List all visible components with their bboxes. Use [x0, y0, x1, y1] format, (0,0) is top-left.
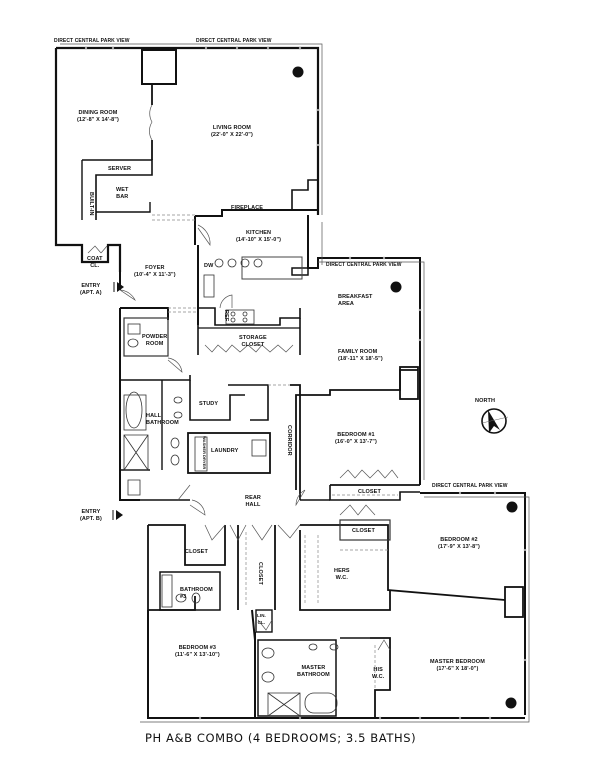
room-bedroom-1: BEDROOM #1(16'-0" X 13'-7")	[335, 432, 377, 445]
room-dims: (10'-4" X 11'-3")	[134, 271, 176, 278]
column	[505, 697, 517, 709]
room-name: KITCHEN	[245, 230, 272, 236]
room-master-bath: MASTER BATHROOM	[297, 665, 330, 678]
room-dining: DINING ROOM(12'-8" X 14'-8")	[77, 110, 119, 123]
plan-title: PH A&B COMBO (4 BEDROOMS; 3.5 BATHS)	[145, 731, 417, 745]
room-wet-bar: WET BAR	[116, 187, 129, 200]
column	[390, 281, 402, 293]
room-dims: (17'-6" X 18'-0")	[436, 665, 479, 672]
room-dims: (16'-0" X 13'-7")	[335, 438, 377, 445]
bathtub	[125, 391, 143, 429]
column	[292, 66, 304, 78]
room-name: LIVING ROOM	[212, 125, 251, 131]
room-his-wic: HIS W.C.	[372, 667, 385, 680]
room-laundry: LAUNDRY	[211, 448, 239, 454]
room-closet: CLOSET	[185, 549, 208, 555]
room-name: FOYER	[145, 265, 165, 271]
appliance-dw: DW	[204, 263, 214, 269]
corridor-label: CORRIDOR	[286, 425, 292, 456]
room-fireplace: FIREPLACE	[231, 205, 264, 211]
appliance-dryer: DRYER	[202, 455, 207, 470]
wall-west-upper	[54, 48, 122, 272]
appliance-ref: REF	[223, 310, 229, 322]
room-coat-closet: COAT CL.	[87, 256, 103, 269]
room-dims: (14'-10" X 15'-0")	[236, 236, 282, 243]
room-dims: (11'-6" X 13'-10")	[175, 651, 220, 658]
room-name: DINING ROOM	[78, 110, 118, 116]
compass-label: NORTH	[475, 398, 496, 404]
appliance-washer: WASHER	[202, 436, 207, 455]
room-name: BEDROOM #2	[440, 537, 478, 543]
room-bedroom-2: BEDROOM #2(17'-9" X 13'-8")	[438, 537, 480, 550]
chimney	[141, 49, 177, 85]
wall-north	[56, 46, 320, 215]
entry-label: ENTRY (APT. A)	[80, 283, 102, 296]
room-hall-bath: HALL BATHROOM	[146, 413, 179, 426]
room-dims: (18'-11" X 18'-5")	[338, 355, 383, 362]
room-closet: CLOSET	[352, 528, 375, 534]
view-label: DIRECT CENTRAL PARK VIEW	[196, 38, 272, 44]
room-family: FAMILY ROOM(18'-11" X 18'-5")	[338, 349, 383, 362]
room-server: SERVER	[108, 166, 132, 172]
room-dims: (22'-0" X 22'-0")	[211, 131, 253, 138]
room-bathroom-3: BATHROOM #3	[180, 587, 213, 600]
room-dims: (12'-8" X 14'-8")	[77, 116, 119, 123]
room-linen-closet: LIN. CL.	[257, 613, 266, 625]
room-hers-wic: HERS W.C.	[334, 568, 350, 581]
room-dims: (17'-9" X 13'-8")	[438, 543, 480, 550]
room-closet: CLOSET	[257, 562, 263, 585]
room-name: BEDROOM #3	[178, 645, 217, 651]
view-label: DIRECT CENTRAL PARK VIEW	[326, 262, 402, 268]
room-foyer: FOYER(10'-4" X 11'-3")	[134, 265, 176, 278]
room-kitchen: KITCHEN(14'-10" X 15'-0")	[236, 230, 281, 243]
room-name: MASTER BEDROOM	[430, 659, 485, 665]
room-study: STUDY	[199, 401, 219, 407]
north-compass-icon	[481, 408, 509, 434]
room-bedroom-1-closet: CLOSET	[358, 489, 381, 495]
room-living: LIVING ROOM(22'-0" X 22'-0")	[211, 125, 253, 138]
room-master-bedroom: MASTER BEDROOM(17'-6" X 18'-0")	[430, 659, 485, 672]
column	[506, 501, 518, 513]
room-storage-closet: STORAGE CLOSET	[239, 335, 267, 348]
room-built-in: BUILT-IN	[88, 192, 94, 216]
room-bedroom-3: BEDROOM #3(11'-6" X 13'-10")	[175, 645, 220, 658]
entry-label: ENTRY (APT. B)	[80, 509, 102, 522]
room-breakfast: BREAKFAST AREA	[338, 294, 373, 307]
view-label: DIRECT CENTRAL PARK VIEW	[54, 38, 130, 44]
room-rear-hall: REAR HALL	[245, 495, 261, 508]
room-powder: POWDER ROOM	[142, 334, 168, 347]
view-label: DIRECT CENTRAL PARK VIEW	[432, 483, 508, 489]
room-name: BEDROOM #1	[337, 432, 375, 438]
room-name: FAMILY ROOM	[338, 349, 378, 355]
